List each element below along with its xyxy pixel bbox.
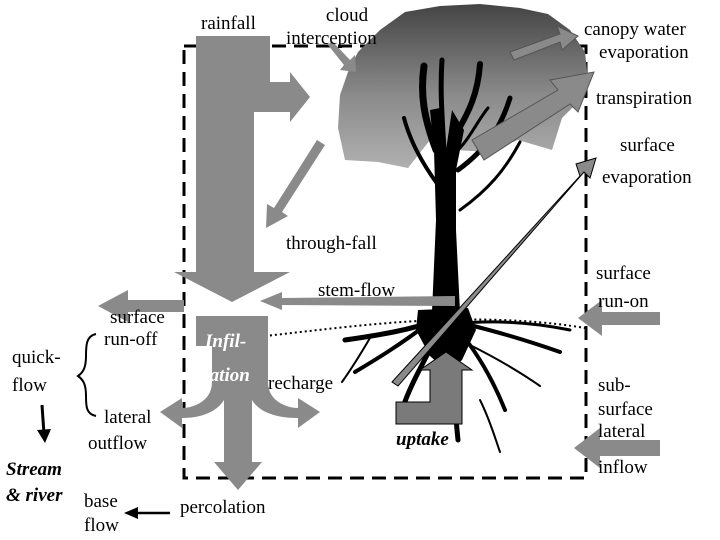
infiltration-label-line1: Infil- — [205, 331, 247, 352]
canopy-water-evaporation-arrow — [509, 25, 579, 61]
surface-run-on-label-line2: run-on — [598, 291, 649, 312]
percolation-label: percolation — [180, 497, 266, 518]
quick-flow-brace — [76, 333, 97, 417]
stream-river-label-line2: & river — [6, 485, 63, 506]
base-flow-label-line2: flow — [84, 515, 119, 536]
surface-evaporation-arrow — [391, 157, 597, 387]
canopy-water-evaporation-label-line2: evaporation — [599, 42, 689, 63]
cloud-interception-label-line2: interception — [286, 28, 377, 49]
uptake-label: uptake — [396, 429, 449, 450]
stream-river-label-line1: Stream — [6, 459, 62, 480]
infiltration-arrow — [160, 316, 320, 490]
quick-flow-to-stream-arrow — [40, 404, 46, 435]
quick-flow-to-stream-arrowhead — [37, 429, 51, 443]
lateral-outflow-label-line2: outflow — [88, 433, 148, 454]
quick-flow-label-line2: flow — [12, 375, 47, 396]
surface-run-off-label-line1: surface — [110, 307, 165, 328]
tree-roots — [341, 317, 572, 453]
rainfall-label: rainfall — [201, 13, 256, 34]
cloud-interception-label-line1: cloud — [325, 5, 369, 26]
surface-run-off-label-line2: run-off — [104, 329, 158, 350]
transpiration-label: transpiration — [596, 88, 693, 109]
tree-trunk — [430, 108, 464, 312]
surface-run-on-label-line1: surface — [596, 263, 651, 284]
cloud-interception-arrow — [328, 41, 356, 72]
stem-flow-arrow — [260, 292, 455, 310]
stem-flow-label: stem-flow — [318, 280, 396, 301]
canopy-water-evaporation-label-line1: canopy water — [584, 19, 686, 40]
transpiration-arrow — [471, 71, 595, 161]
surface-evaporation-label-line1: surface — [620, 135, 675, 156]
quick-flow-label-line1: quick- — [12, 347, 61, 368]
sub-surface-lateral-inflow-label-line4: inflow — [598, 457, 648, 478]
through-fall-label: through-fall — [286, 233, 377, 254]
rainfall-arrow — [174, 36, 310, 302]
uptake-arrow — [395, 351, 474, 425]
surface-evaporation-label-line2: evaporation — [602, 167, 692, 188]
recharge-label: recharge — [268, 373, 334, 394]
surface-run-off-arrow — [98, 290, 184, 322]
sub-surface-lateral-inflow-label-line2: surface — [598, 399, 653, 420]
base-flow-arrowhead — [124, 507, 138, 519]
lateral-outflow-label-line1: lateral — [104, 407, 152, 428]
through-fall-arrow — [266, 140, 325, 228]
sub-surface-lateral-inflow-arrow — [574, 428, 660, 468]
root-crown — [416, 308, 476, 372]
infiltration-label-line2: tration — [197, 365, 250, 386]
surface-run-on-arrow — [578, 300, 660, 336]
sub-surface-lateral-inflow-label-line1: sub- — [598, 375, 631, 396]
sub-surface-lateral-inflow-label-line3: lateral — [598, 421, 646, 442]
base-flow-label-line1: base — [84, 491, 118, 512]
